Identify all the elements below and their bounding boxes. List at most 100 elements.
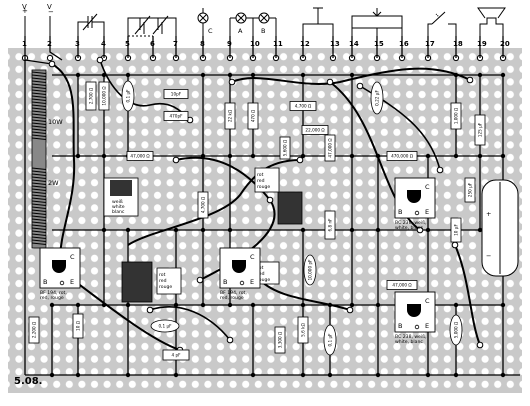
component-r-1000: 1,000 Ω xyxy=(450,102,462,130)
component-value: 10,000 pF xyxy=(308,259,313,281)
potentiometer-icon xyxy=(351,8,403,36)
junction-dot xyxy=(477,227,483,233)
junction-dot xyxy=(477,72,483,78)
component-c-125: 125 µF xyxy=(474,114,486,146)
component-r-5000: 5,000 Ω xyxy=(449,314,463,346)
v-plus-label: V xyxy=(22,3,27,11)
terminal-number: 20 xyxy=(500,40,510,48)
junction-dot xyxy=(101,227,107,233)
junction-dot xyxy=(200,153,206,159)
junction-dot xyxy=(49,302,55,308)
component-value: 22,000 Ω xyxy=(305,128,325,133)
junction-dot xyxy=(125,227,131,233)
junction-dot xyxy=(349,227,355,233)
terminal-number: 19 xyxy=(477,40,487,48)
connector-rings xyxy=(48,56,484,354)
wire-end xyxy=(226,336,234,344)
component-r-5600: 5,600 Ω xyxy=(279,136,291,160)
svg-text:+: + xyxy=(22,7,28,15)
junction-dot xyxy=(227,153,233,159)
component-r-5-6k: 5,6 kΩ xyxy=(297,316,309,344)
wire-end xyxy=(356,82,364,90)
coil-2w-label: 2W xyxy=(48,179,59,187)
wire-end xyxy=(326,78,334,86)
wire-end xyxy=(266,196,274,204)
junction-dot xyxy=(500,72,506,78)
terminal-number: 13 xyxy=(330,40,340,48)
figure-label: 5.08. xyxy=(14,376,42,387)
component-value: 4,700 Ω xyxy=(201,196,206,213)
junction-dot xyxy=(453,72,459,78)
junction-dot xyxy=(227,72,233,78)
v-minus-label: V xyxy=(47,3,52,11)
pin-e: E xyxy=(70,278,74,286)
dual-capacitor-icon xyxy=(127,15,177,37)
lamp-b-label: B xyxy=(261,27,265,35)
component-value: 47,000 Ω xyxy=(130,154,150,159)
component-value: 22 kΩ xyxy=(228,109,233,122)
component-r-2200-left: 2,200 Ω xyxy=(28,316,40,344)
wire-end xyxy=(476,341,484,349)
component-r-10-left: 10 Ω xyxy=(72,313,84,339)
terminal-number: 15 xyxy=(374,40,384,48)
junction-dot xyxy=(375,227,381,233)
junction-dot xyxy=(101,302,107,308)
junction-dot xyxy=(250,302,256,308)
component-value: 10pF xyxy=(171,92,182,97)
junction-dot xyxy=(453,153,459,159)
component-value: 3,300 Ω xyxy=(278,331,283,348)
junction-dot xyxy=(75,302,81,308)
junction-dot xyxy=(500,302,506,308)
inductor-l1: weiß white blanc xyxy=(103,177,139,217)
component-c-01uf-top: 0,1 µF xyxy=(121,80,135,112)
component-value: 125 µF xyxy=(478,122,483,137)
component-value: 2,200 Ω xyxy=(32,321,37,338)
junction-dot xyxy=(250,153,256,159)
component-r-470000: 470,000 Ω xyxy=(386,151,418,161)
transistor-caption: BF 194, rot, xyxy=(220,290,247,296)
speaker-icon xyxy=(477,7,506,36)
pin-c: C xyxy=(70,253,75,261)
component-r-4700: 4,700 Ω xyxy=(289,101,317,111)
junction-dot xyxy=(227,227,233,233)
wire-end xyxy=(436,166,444,174)
wire-end xyxy=(466,76,474,84)
pin-c: C xyxy=(425,183,430,191)
terminal-number: 17 xyxy=(425,40,435,48)
switch-icon xyxy=(427,11,457,36)
pin-c: C xyxy=(425,297,430,305)
wire-end xyxy=(48,60,56,68)
svg-text:red: red xyxy=(257,178,265,184)
component-value: 4,700 Ω xyxy=(295,104,312,109)
electrolytic-capacitor: + − xyxy=(481,179,519,277)
junction-dot xyxy=(173,302,179,308)
junction-dot xyxy=(300,72,306,78)
terminal-number: 16 xyxy=(399,40,409,48)
junction-dot xyxy=(75,153,81,159)
junction-dot xyxy=(300,153,306,159)
component-value: 1,000 Ω xyxy=(454,107,459,124)
junction-dot xyxy=(300,227,306,233)
lamp-c-label: C xyxy=(208,27,213,35)
wire-end xyxy=(296,156,304,164)
inductor-l2: rot red rouge xyxy=(121,261,182,303)
lamp-ab-icon xyxy=(229,12,277,36)
junction-dot xyxy=(49,372,55,378)
junction-dot xyxy=(101,72,107,78)
junction-dot xyxy=(250,72,256,78)
component-value: 0,1 µF xyxy=(158,324,172,329)
svg-text:weiß: weiß xyxy=(112,199,123,205)
component-r-4700b: 4,700 Ω xyxy=(197,191,209,219)
junction-dot xyxy=(375,302,381,308)
component-c-250uf: 250 µF xyxy=(464,177,476,203)
svg-text:red: red xyxy=(257,271,265,277)
junction-dot xyxy=(173,372,179,378)
component-value: 47,000 Ω xyxy=(392,283,412,288)
svg-text:white: white xyxy=(112,204,125,210)
component-r-47k-mid: 47,000 Ω xyxy=(324,134,336,162)
transistor-caption: white, blanc xyxy=(395,225,423,231)
component-c-10uf: 10 µF xyxy=(450,217,462,243)
junction-dot xyxy=(125,72,131,78)
